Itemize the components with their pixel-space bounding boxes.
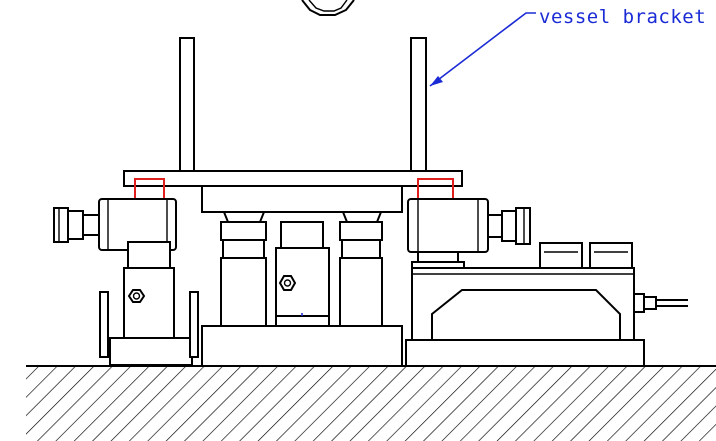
right-side-assembly [405,178,688,367]
right-sensor-housing [407,198,489,253]
right-connector-wire [417,178,454,199]
top-plate [123,170,463,213]
vessel-bracket-label: vessel bracket [539,6,707,28]
left-side-assembly [53,178,199,366]
left-connector-wire [134,178,165,199]
left-hex-nut [127,289,146,303]
top-bolt-head [301,0,355,16]
ground-hatching [26,365,716,441]
enclosure-window [431,289,621,344]
center-hex-nut [278,275,297,291]
vessel-bracket [179,37,427,173]
callout-leader [429,12,536,87]
center-assembly [201,211,403,367]
